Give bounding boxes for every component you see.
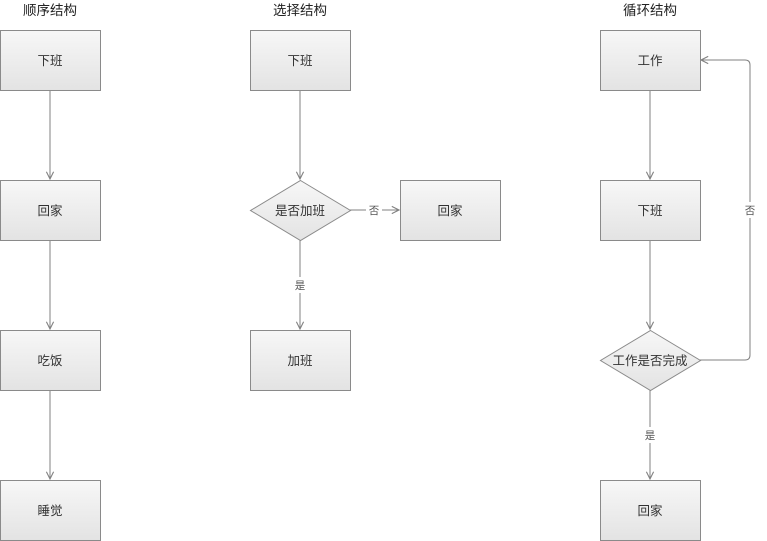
selection-title: 选择结构 <box>273 3 327 19</box>
loop-node-off-work: 下班 <box>600 180 701 241</box>
selection-edge-label-yes: 是 <box>295 280 306 292</box>
selection-structure: 选择结构 否 是 下班 是否加班 回家 加班 <box>249 3 501 391</box>
sequence-node-sleep: 睡觉 <box>0 480 101 541</box>
sequence-node-go-home-label: 回家 <box>37 203 63 218</box>
sequence-node-eat-label: 吃饭 <box>37 353 63 368</box>
sequence-node-go-home: 回家 <box>0 180 101 241</box>
loop-node-go-home: 回家 <box>600 480 701 541</box>
sequence-node-sleep-label: 睡觉 <box>37 503 62 518</box>
loop-title: 循环结构 <box>623 3 677 19</box>
sequence-node-eat: 吃饭 <box>0 330 101 391</box>
sequence-node-off-work: 下班 <box>0 30 101 91</box>
selection-node-go-home: 回家 <box>400 180 501 241</box>
sequence-structure: 顺序结构 下班 回家 吃饭 睡觉 <box>0 3 101 541</box>
selection-node-off-work-label: 下班 <box>287 53 312 68</box>
loop-decision-work-done-label: 工作是否完成 <box>612 353 687 368</box>
selection-decision-overtime: 是否加班 <box>249 179 352 242</box>
sequence-title: 顺序结构 <box>23 3 77 19</box>
sequence-node-off-work-label: 下班 <box>37 53 62 68</box>
loop-edge-label-yes: 是 <box>645 430 656 442</box>
loop-edge-label-no: 否 <box>745 205 756 217</box>
selection-decision-overtime-label: 是否加班 <box>275 203 325 218</box>
selection-edge-label-no: 否 <box>369 205 380 217</box>
loop-node-work: 工作 <box>600 30 701 91</box>
loop-node-work-label: 工作 <box>637 53 663 68</box>
selection-node-overtime-label: 加班 <box>287 353 312 368</box>
loop-node-go-home-label: 回家 <box>637 503 663 518</box>
loop-decision-work-done: 工作是否完成 <box>599 329 702 392</box>
selection-node-go-home-label: 回家 <box>437 203 463 218</box>
loop-node-off-work-label: 下班 <box>637 203 662 218</box>
loop-structure: 循环结构 否 是 工作 下班 工作是否完成 回家 <box>599 3 758 541</box>
selection-node-off-work: 下班 <box>250 30 351 91</box>
selection-node-overtime: 加班 <box>250 330 351 391</box>
